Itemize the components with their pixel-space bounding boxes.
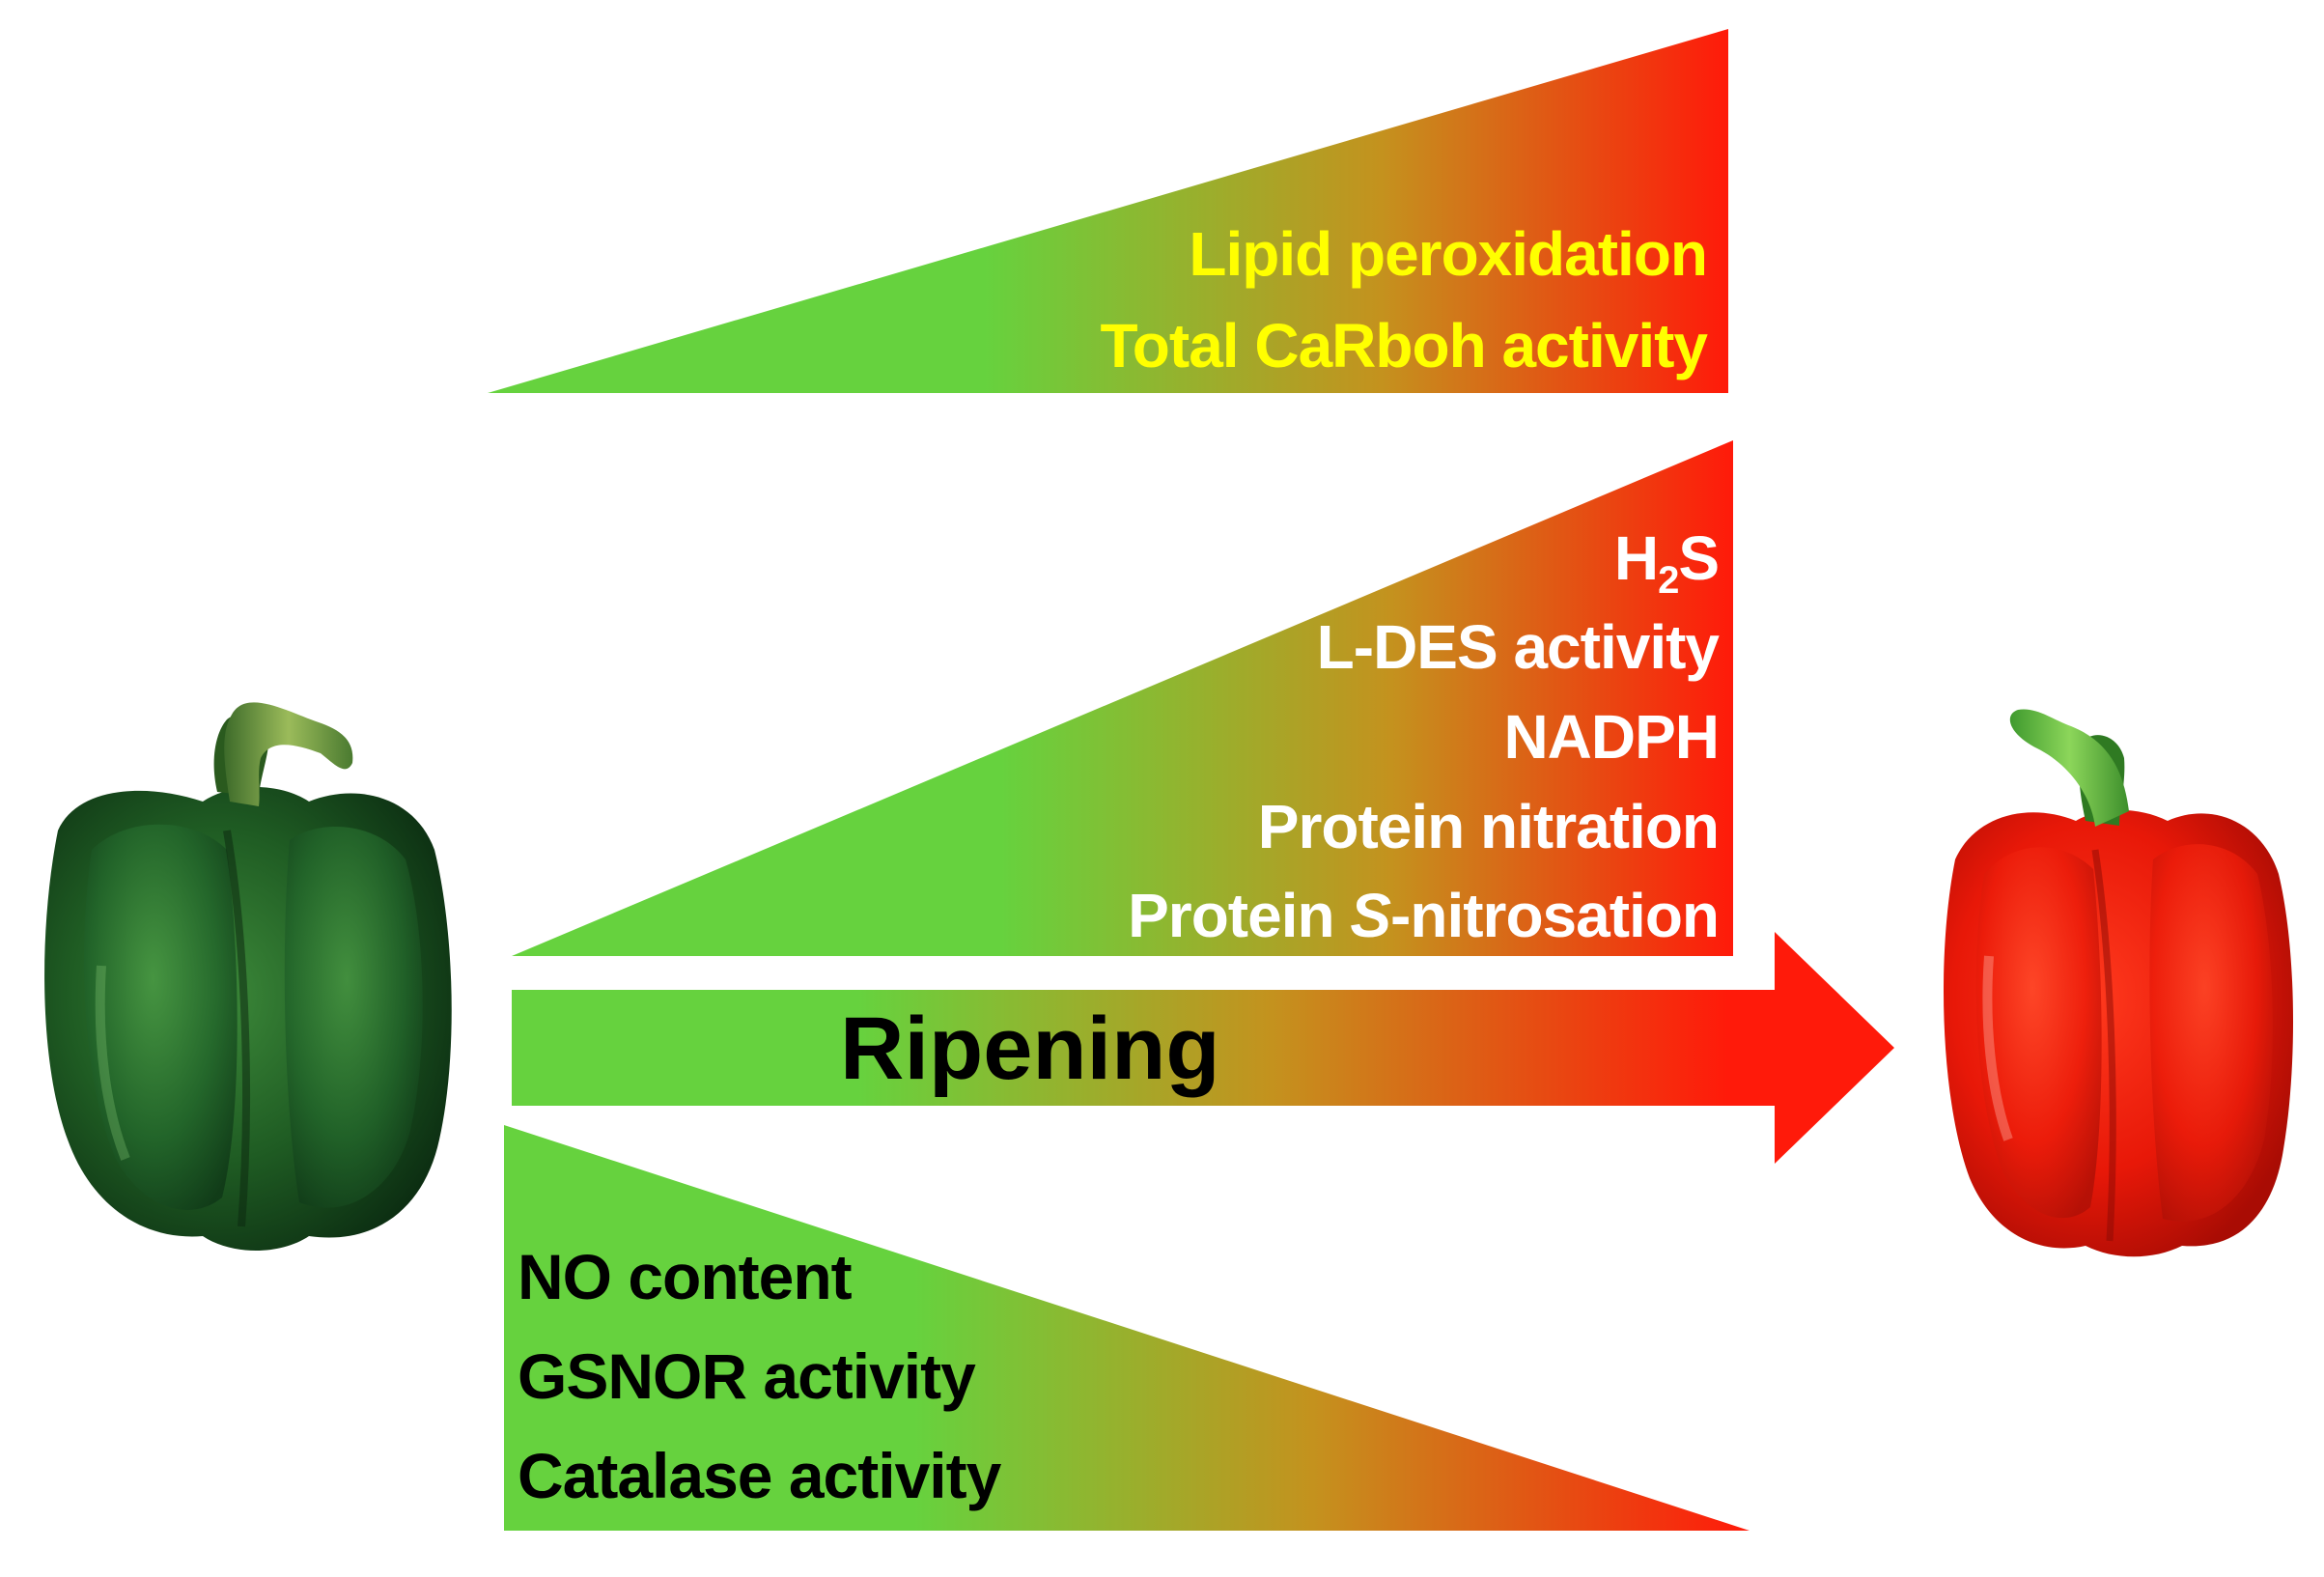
gsnor-activity-label: GSNOR activity <box>518 1340 976 1412</box>
middle-increasing-wedge <box>512 440 1733 956</box>
lipid-peroxidation-label: Lipid peroxidation <box>1189 219 1707 289</box>
red-bell-pepper-icon <box>1944 709 2294 1257</box>
catalase-activity-label: Catalase activity <box>518 1440 1002 1511</box>
bottom-decreasing-wedge <box>504 1125 1750 1531</box>
h2s-subscript: 2 <box>1658 559 1678 602</box>
protein-prefix: Protein <box>1128 881 1350 950</box>
green-bell-pepper-icon <box>44 702 452 1251</box>
protein-nitration-label: Protein nitration <box>1258 792 1719 861</box>
s-italic: S <box>1350 881 1391 950</box>
ripening-label: Ripening <box>840 1000 1220 1098</box>
protein-s-nitrosation-label: Protein S-nitrosation <box>1128 881 1719 950</box>
l-des-activity-label: L-DES activity <box>1317 612 1721 682</box>
total-carboh-activity-label: Total CaRboh activity <box>1100 311 1708 380</box>
h2s-label: H2S <box>1614 523 1719 602</box>
top-increasing-wedge <box>488 29 1728 393</box>
ripening-arrow <box>512 932 1894 1164</box>
no-content-label: NO content <box>518 1241 853 1312</box>
h2s-s: S <box>1678 523 1719 593</box>
nitrosation-suffix: -nitrosation <box>1390 881 1719 950</box>
h2s-h: H <box>1614 523 1658 593</box>
nadph-label: NADPH <box>1503 702 1719 772</box>
